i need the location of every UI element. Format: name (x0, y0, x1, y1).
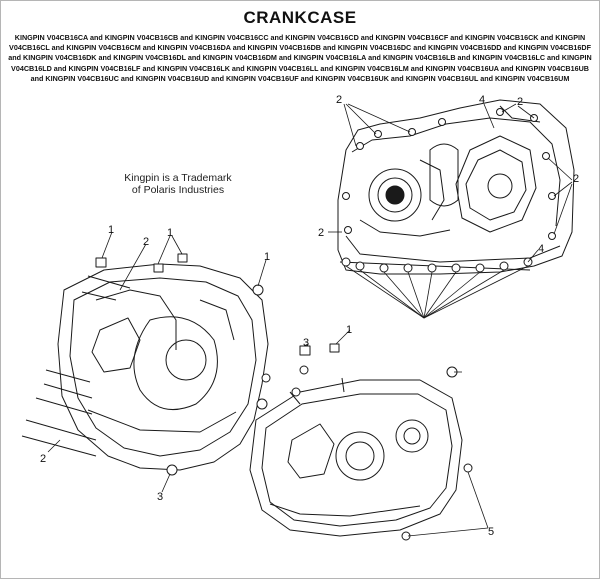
callout-4-right: 4 (538, 243, 544, 255)
callout-2-right: 2 (573, 173, 579, 185)
callout-5: 5 (488, 526, 494, 538)
trademark-line-1: Kingpin is a Trademark (124, 172, 232, 184)
model-applicability-text: KINGPIN V04CB16CA and KINGPIN V04CB16CB … (8, 33, 592, 83)
callout-1-left-c: 1 (264, 251, 270, 263)
callout-2-left-b: 2 (143, 236, 149, 248)
callout-1-left-a: 1 (108, 224, 114, 236)
callout-2-left: 2 (318, 227, 324, 239)
callout-2-top-left: 2 (336, 94, 342, 106)
trademark-note: Kingpin is a Trademark of Polaris Indust… (118, 172, 238, 196)
callout-3-right: 3 (303, 337, 309, 349)
left-crankcase-half-illustration (21, 253, 271, 476)
callout-2-top-right: 2 (517, 96, 523, 108)
callout-1-right-a: 1 (346, 324, 352, 336)
callout-3-bottom: 3 (157, 491, 163, 503)
upper-right-crankcase-illustration (337, 99, 575, 275)
page-title: CRANKCASE (243, 8, 357, 27)
callout-2-bottom-left: 2 (40, 453, 46, 465)
callout-4-top: 4 (479, 94, 485, 106)
right-crankcase-half-illustration (249, 343, 473, 541)
callout-1-left-b: 1 (167, 227, 173, 239)
leader-lines (47, 103, 573, 537)
trademark-line-2: of Polaris Industries (131, 184, 225, 196)
